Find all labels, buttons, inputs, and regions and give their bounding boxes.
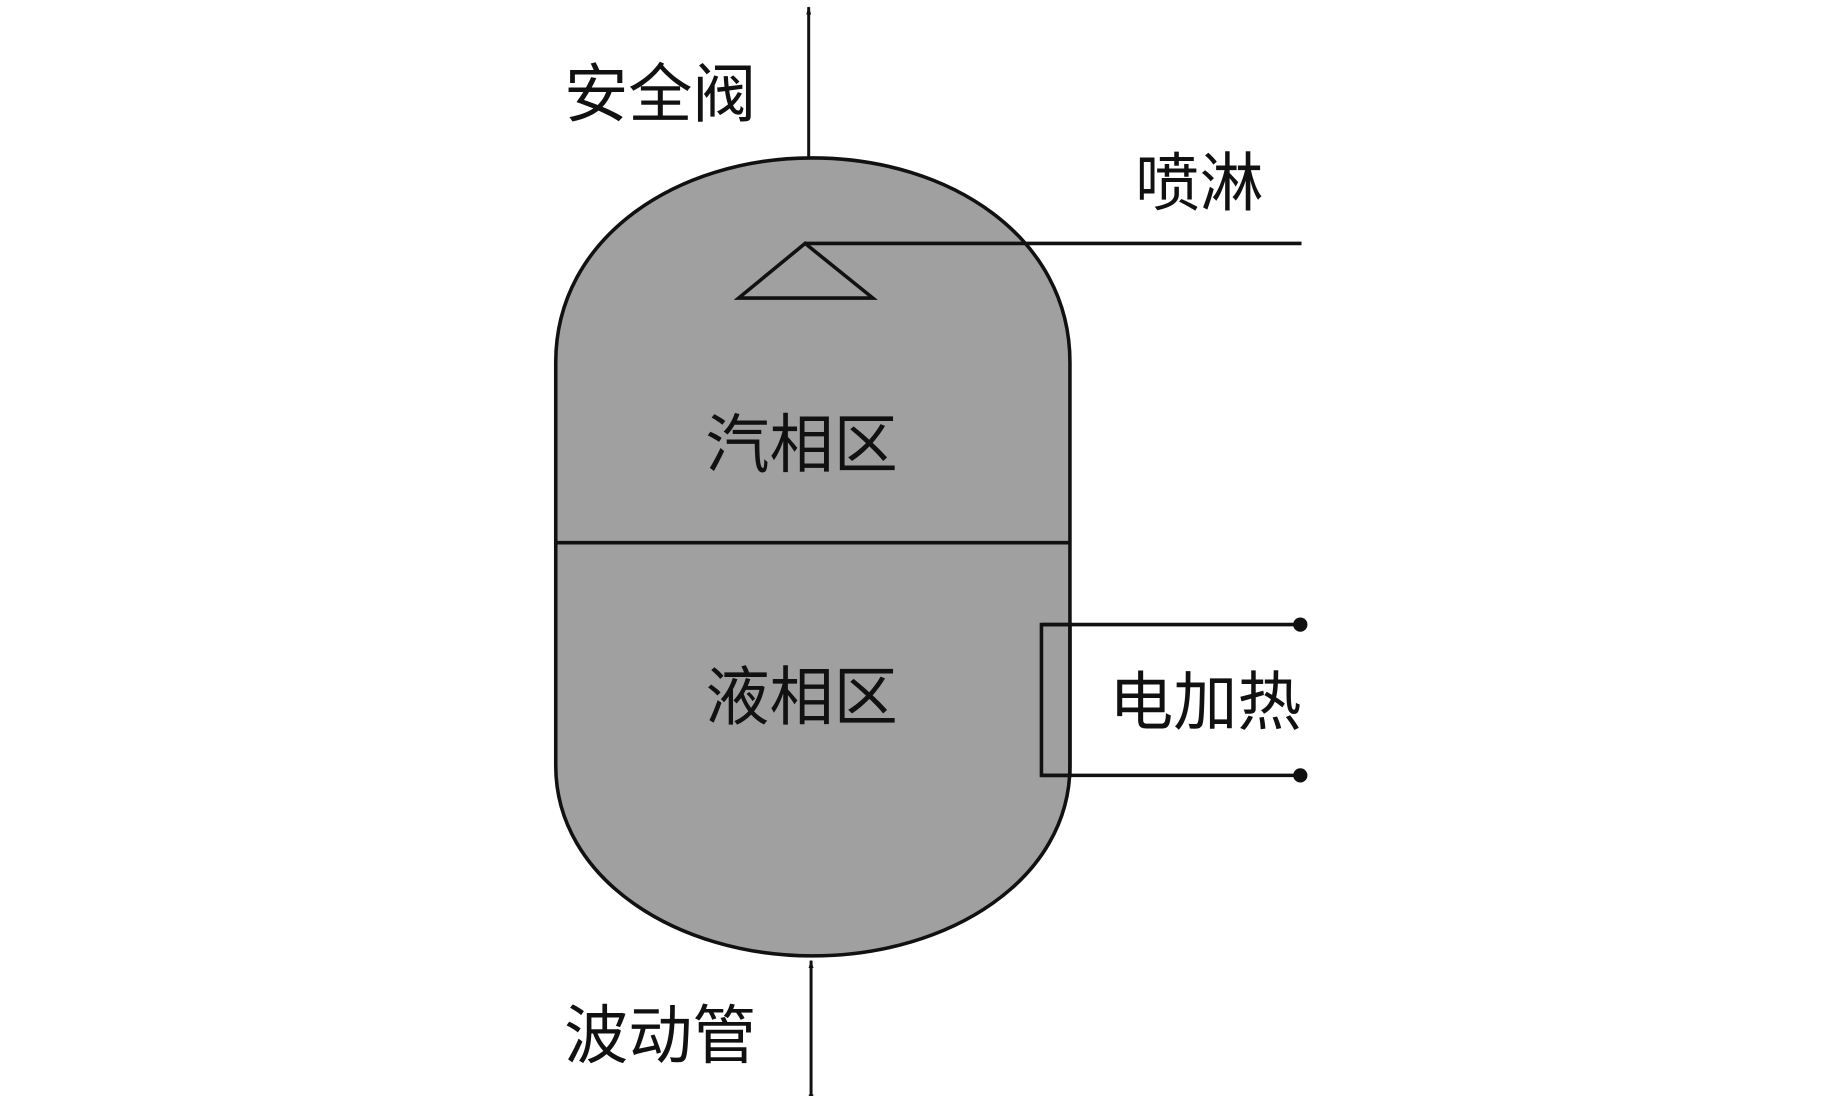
label-safety-valve: 安全阀 bbox=[564, 57, 756, 132]
terminal-dot-icon bbox=[1293, 617, 1308, 632]
label-electric-heater: 电加热 bbox=[1109, 665, 1301, 740]
spray-nozzle-icon bbox=[733, 241, 878, 300]
label-surge-line: 波动管 bbox=[564, 999, 756, 1074]
label-vapor-zone: 汽相区 bbox=[705, 408, 897, 483]
label-liquid-zone: 液相区 bbox=[705, 661, 897, 736]
pressurizer-vessel bbox=[553, 156, 1072, 958]
terminal-dot-icon bbox=[1293, 768, 1308, 783]
label-spray: 喷淋 bbox=[1135, 147, 1263, 222]
